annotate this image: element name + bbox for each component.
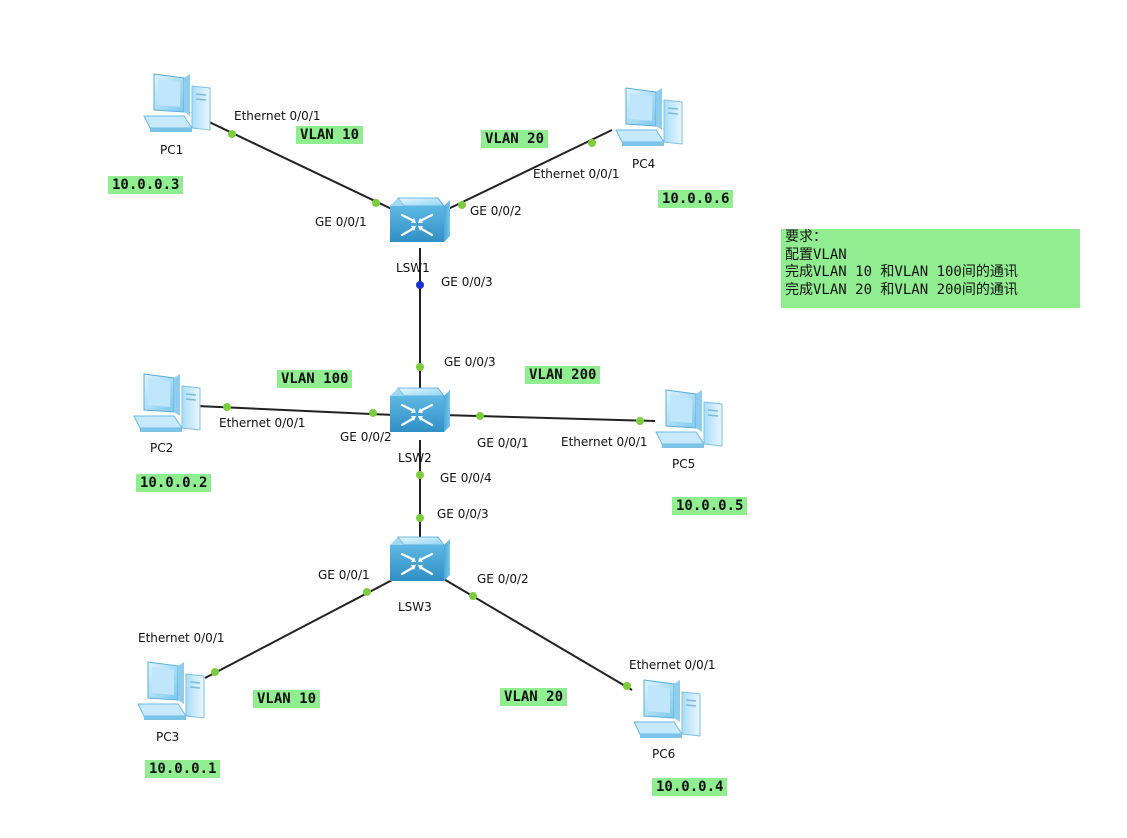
lsw1-name: LSW1 xyxy=(396,261,430,275)
pc3-icon[interactable] xyxy=(137,661,205,721)
port-dot xyxy=(372,199,380,207)
vlan-label-pc2: VLAN 100 xyxy=(277,370,353,388)
pc1-name: PC1 xyxy=(160,143,183,157)
pc5-icon[interactable] xyxy=(655,389,723,449)
link-lsw2-pc5 xyxy=(441,414,656,422)
port-dot xyxy=(416,514,424,522)
lsw1-switch-icon[interactable] xyxy=(388,196,452,244)
port-label: Ethernet 0/0/1 xyxy=(561,435,648,449)
requirements-title: 要求： xyxy=(785,229,827,245)
port-label: Ethernet 0/0/1 xyxy=(533,167,620,181)
ip-label-pc6: 10.0.0.4 xyxy=(652,778,728,796)
port-dot xyxy=(363,588,371,596)
port-label: Ethernet 0/0/1 xyxy=(629,658,716,672)
port-dot xyxy=(369,409,377,417)
port-dot xyxy=(211,668,219,676)
pc6-name: PC6 xyxy=(652,747,675,761)
port-dot xyxy=(458,201,466,209)
ip-label-pc5: 10.0.0.5 xyxy=(672,497,748,515)
port-label: GE 0/0/1 xyxy=(477,436,529,450)
ip-label-pc1: 10.0.0.3 xyxy=(108,176,184,194)
requirements-line: 配置VLAN xyxy=(785,246,847,263)
port-dot xyxy=(636,417,644,425)
pc4-icon[interactable] xyxy=(615,87,683,147)
link-lsw1-pc4 xyxy=(445,129,613,211)
vlan-label-pc1: VLAN 10 xyxy=(296,126,364,144)
lsw3-switch-icon[interactable] xyxy=(388,535,452,583)
port-label: GE 0/0/3 xyxy=(437,507,489,521)
port-label: GE 0/0/1 xyxy=(315,215,367,229)
pc3-name: PC3 xyxy=(156,730,179,744)
lsw2-switch-icon[interactable] xyxy=(388,386,452,434)
ip-label-pc3: 10.0.0.1 xyxy=(145,760,221,778)
port-dot xyxy=(588,139,596,147)
pc5-name: PC5 xyxy=(672,457,695,471)
ip-label-pc2: 10.0.0.2 xyxy=(136,474,212,492)
requirements-line: 完成VLAN 10 和VLAN 100间的通讯 xyxy=(785,264,1018,280)
port-label: GE 0/0/1 xyxy=(318,568,370,582)
vlan-label-pc4: VLAN 20 xyxy=(481,130,549,148)
port-dot xyxy=(223,403,231,411)
port-label: Ethernet 0/0/1 xyxy=(138,631,225,645)
vlan-label-pc3: VLAN 10 xyxy=(253,690,321,708)
lsw3-name: LSW3 xyxy=(398,600,432,614)
port-label: GE 0/0/3 xyxy=(444,355,496,369)
port-dot xyxy=(623,682,631,690)
port-dot xyxy=(416,471,424,479)
port-dot xyxy=(469,592,477,600)
port-dots xyxy=(211,130,644,690)
requirements-line: 完成VLAN 20 和VLAN 200间的通讯 xyxy=(785,281,1018,298)
pc4-name: PC4 xyxy=(632,157,655,171)
pc1-icon[interactable] xyxy=(143,73,211,133)
pc2-name: PC2 xyxy=(150,441,173,455)
pc6-icon[interactable] xyxy=(633,679,701,739)
port-label: GE 0/0/3 xyxy=(441,275,493,289)
port-label: Ethernet 0/0/1 xyxy=(219,416,306,430)
pc2-icon[interactable] xyxy=(133,373,201,433)
port-dot xyxy=(476,412,484,420)
vlan-label-pc5: VLAN 200 xyxy=(525,366,601,384)
port-dot xyxy=(416,363,424,371)
vlan-label-pc6: VLAN 20 xyxy=(500,688,568,706)
port-dot xyxy=(228,130,236,138)
lsw2-name: LSW2 xyxy=(398,451,432,465)
requirements-note: 要求： 配置VLAN 完成VLAN 10 和VLAN 100间的通讯 完成VLA… xyxy=(781,229,1080,308)
port-label: GE 0/0/2 xyxy=(470,204,522,218)
ip-label-pc4: 10.0.0.6 xyxy=(658,190,734,208)
link-pc1-lsw1 xyxy=(204,119,399,213)
port-label: GE 0/0/4 xyxy=(440,471,492,485)
port-dot-blocked xyxy=(416,281,424,289)
port-label: GE 0/0/2 xyxy=(477,572,529,586)
port-label: GE 0/0/2 xyxy=(340,430,392,444)
port-label: Ethernet 0/0/1 xyxy=(234,109,321,123)
